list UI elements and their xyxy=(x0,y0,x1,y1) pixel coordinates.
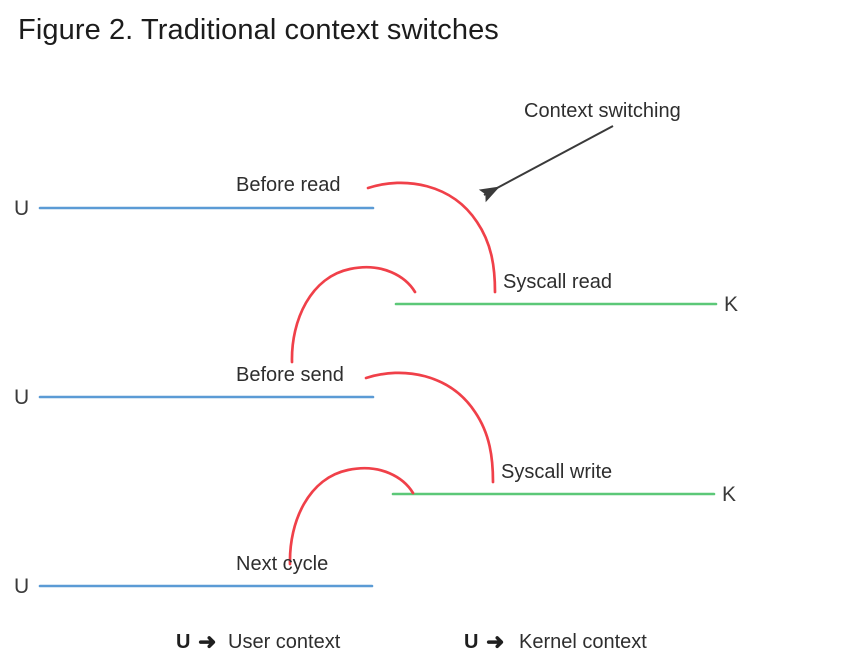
legend-arrow-icon-user: ➜ xyxy=(198,629,216,654)
legend-key-kernel: U xyxy=(464,631,478,653)
legend-key-user: U xyxy=(176,631,190,653)
legend-item-user-context: U ➜ User context xyxy=(176,629,341,654)
lane-letter-user-3: U xyxy=(14,575,29,598)
switch-arc-read-return xyxy=(290,266,417,364)
lane-letter-kernel-1: K xyxy=(724,293,738,316)
switch-arc-read-enter xyxy=(366,181,497,294)
legend-label-kernel-context: Kernel context xyxy=(519,631,647,653)
switch-arc-write-return xyxy=(288,467,415,566)
legend-item-kernel-context: U ➜ Kernel context xyxy=(464,629,647,654)
lane-letter-user-1: U xyxy=(14,197,29,220)
lane-label-next-cycle: Next cycle xyxy=(236,553,328,575)
lane-label-before-send: Before send xyxy=(236,364,344,386)
page-title: Figure 2. Traditional context switches xyxy=(18,14,499,46)
legend-label-user-context: User context xyxy=(228,631,341,653)
legend: U ➜ User context U ➜ Kernel context xyxy=(176,629,647,654)
lane-letter-user-2: U xyxy=(14,386,29,409)
lane-label-syscall-read: Syscall read xyxy=(503,271,612,293)
annotation-arrow-icon xyxy=(478,125,614,203)
lane-label-syscall-write: Syscall write xyxy=(501,461,612,483)
lane-label-before-read: Before read xyxy=(236,174,341,196)
switch-arc-write-enter xyxy=(364,371,495,484)
annotation-label-context-switching: Context switching xyxy=(524,100,681,122)
lane-letter-kernel-2: K xyxy=(722,483,736,506)
legend-arrow-icon-kernel: ➜ xyxy=(486,629,504,654)
